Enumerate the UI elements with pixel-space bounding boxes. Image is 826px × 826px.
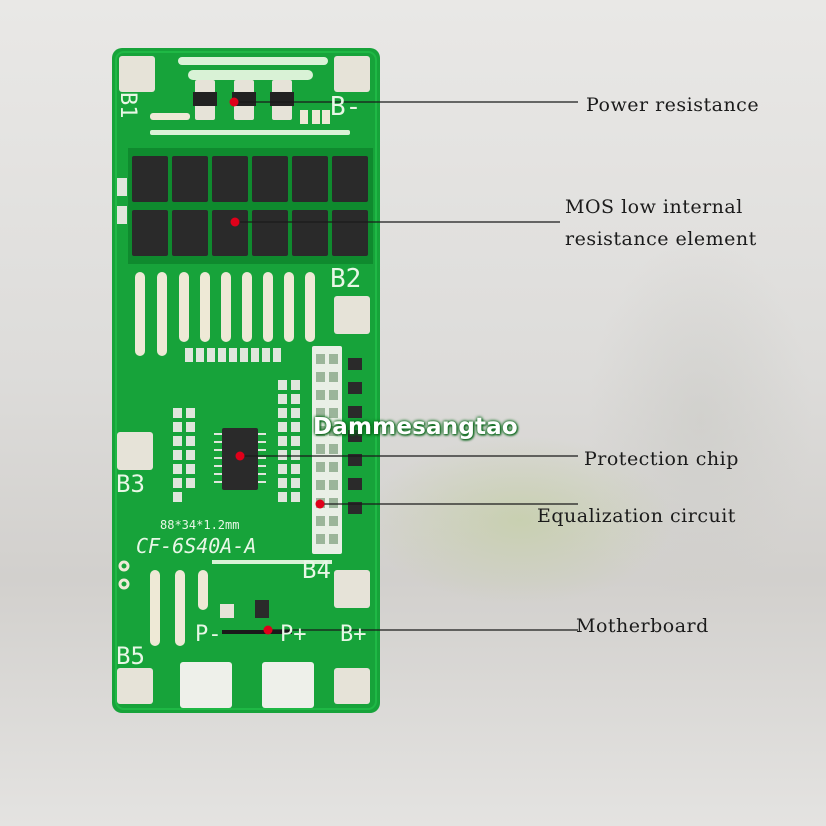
silk-b-minus: B- [330, 92, 362, 122]
silk-model: CF-6S40A-A [136, 534, 257, 558]
silk-p-minus: P- [195, 622, 222, 647]
silk-b3: B3 [116, 470, 145, 498]
watermark-text: Dammesangtao [313, 414, 518, 440]
silk-b5: B5 [116, 642, 145, 670]
callout-equalization-circuit: Equalization circuit [537, 505, 736, 527]
callout-protection-chip: Protection chip [584, 448, 739, 470]
silk-b4: B4 [302, 556, 331, 584]
callout-mos-line2: resistance element [565, 228, 757, 250]
silk-b1: B1 [115, 92, 140, 119]
callout-mos-line1: MOS low internal [565, 196, 743, 218]
silk-p-plus: P+ [280, 622, 307, 647]
silk-size: 88*34*1.2mm [160, 518, 240, 532]
callout-power-resistance: Power resistance [586, 94, 760, 116]
callout-motherboard: Motherboard [576, 615, 709, 637]
silk-b-plus: B+ [340, 622, 367, 647]
silk-b2: B2 [330, 264, 362, 294]
